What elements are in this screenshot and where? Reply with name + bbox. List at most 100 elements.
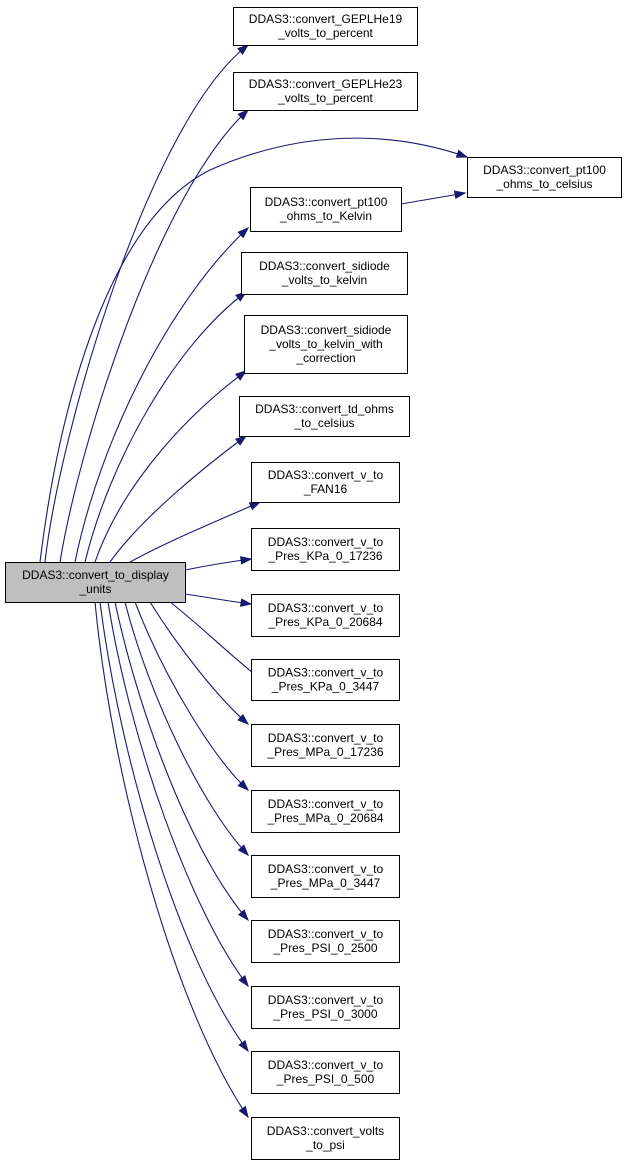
edge-root-to-n3 <box>39 137 469 563</box>
node-label-line: _volts_to_kelvin_with <box>268 337 382 351</box>
node-label-line: DDAS3::convert_v_to <box>268 862 384 876</box>
arrowhead-icon <box>238 974 249 988</box>
edge-line <box>44 44 249 563</box>
edge-root-to-n16 <box>107 601 249 988</box>
node-label-line: DDAS3::convert_v_to <box>268 1058 384 1072</box>
node-label-line: _FAN16 <box>303 482 348 496</box>
callee-node-n11[interactable]: DDAS3::convert_v_to_Pres_KPa_0_3447 <box>251 659 400 701</box>
node-label-line: _units <box>78 582 111 596</box>
edge-line <box>109 435 247 563</box>
node-box <box>251 790 400 833</box>
arrowhead-icon <box>234 370 248 381</box>
node-label-line: _Pres_PSI_0_2500 <box>272 941 377 955</box>
arrowhead-icon <box>453 190 467 199</box>
node-box <box>233 7 418 46</box>
node-label-line: _Pres_PSI_0_3000 <box>272 1007 377 1021</box>
nodes-layer: DDAS3::convert_to_display_unitsDDAS3::co… <box>5 7 622 1160</box>
node-label-line: DDAS3::convert_GEPLHe23 <box>249 77 403 91</box>
arrowhead-icon <box>238 1105 249 1119</box>
node-box <box>250 187 402 232</box>
node-label-line: _Pres_KPa_0_3447 <box>271 680 380 694</box>
callee-node-n7[interactable]: DDAS3::convert_td_ohms_to_celsius <box>239 396 410 437</box>
edge-root-to-n2 <box>59 108 250 563</box>
callee-node-n3[interactable]: DDAS3::convert_pt100_ohms_to_celsius <box>467 157 622 198</box>
node-label-line: _Pres_KPa_0_17236 <box>267 549 382 563</box>
node-box <box>251 1051 400 1094</box>
callee-node-n5[interactable]: DDAS3::convert_sidiode_volts_to_kelvin <box>241 252 408 295</box>
node-label-line: _Pres_KPa_0_20684 <box>267 615 382 629</box>
edge-root-to-n18 <box>94 601 249 1119</box>
arrowhead-icon <box>237 779 250 792</box>
edge-root-to-n9 <box>184 556 253 571</box>
callee-node-n1[interactable]: DDAS3::convert_GEPLHe19_volts_to_percent <box>233 7 418 46</box>
callee-node-n8[interactable]: DDAS3::convert_v_to_FAN16 <box>251 462 400 503</box>
arrowhead-icon <box>237 226 250 239</box>
node-label-line: DDAS3::convert_v_to <box>268 468 384 482</box>
node-label-line: _Pres_MPa_0_3447 <box>270 876 381 890</box>
edge-line <box>94 370 247 563</box>
callee-node-n12[interactable]: DDAS3::convert_v_to_Pres_MPa_0_17236 <box>251 724 400 767</box>
callee-node-n10[interactable]: DDAS3::convert_v_to_Pres_KPa_0_20684 <box>251 594 400 637</box>
callee-node-n13[interactable]: DDAS3::convert_v_to_Pres_MPa_0_20684 <box>251 790 400 833</box>
edge-root-to-n6 <box>94 370 248 563</box>
node-box <box>251 920 400 963</box>
callee-node-n9[interactable]: DDAS3::convert_v_to_Pres_KPa_0_17236 <box>251 528 400 571</box>
edge-root-to-n1 <box>44 44 250 563</box>
arrowhead-icon <box>238 1039 249 1053</box>
node-label-line: DDAS3::convert_v_to <box>268 797 384 811</box>
edge-root-to-n7 <box>109 435 248 563</box>
node-label-line: DDAS3::convert_v_to <box>268 535 384 549</box>
node-label-line: DDAS3::convert_v_to <box>268 601 384 615</box>
arrowhead-icon <box>240 598 253 607</box>
edges-layer <box>39 44 469 1119</box>
callee-node-n4[interactable]: DDAS3::convert_pt100_ohms_to_Kelvin <box>250 187 402 232</box>
root-node-convert-to-display-units[interactable]: DDAS3::convert_to_display_units <box>5 562 186 603</box>
edge-n4-to-n3 <box>400 190 467 205</box>
node-box <box>241 252 408 295</box>
arrowhead-icon <box>455 149 469 158</box>
callee-node-n15[interactable]: DDAS3::convert_v_to_Pres_PSI_0_2500 <box>251 920 400 963</box>
node-label-line: DDAS3::convert_v_to <box>268 666 384 680</box>
arrowhead-icon <box>237 844 249 857</box>
node-label-line: _to_celsius <box>293 416 354 430</box>
edge-line <box>94 601 249 1118</box>
edge-line <box>129 501 261 563</box>
node-label-line: _to_psi <box>305 1138 345 1152</box>
arrowhead-icon <box>240 556 253 565</box>
edge-line <box>74 227 249 563</box>
edge-root-to-n14 <box>124 601 249 857</box>
callee-node-n6[interactable]: DDAS3::convert_sidiode_volts_to_kelvin_w… <box>244 315 408 374</box>
edge-root-to-n11 <box>169 601 264 681</box>
edge-root-to-n4 <box>74 226 250 563</box>
edge-line <box>149 601 249 725</box>
node-label-line: DDAS3::convert_pt100 <box>483 163 606 177</box>
arrowhead-icon <box>237 108 250 121</box>
edge-root-to-n12 <box>149 601 250 725</box>
node-label-line: DDAS3::convert_volts <box>267 1124 384 1138</box>
arrowhead-icon <box>248 501 262 511</box>
arrowhead-icon <box>237 713 250 725</box>
callee-node-n14[interactable]: DDAS3::convert_v_to_Pres_MPa_0_3447 <box>251 855 400 898</box>
callee-node-n17[interactable]: DDAS3::convert_v_to_Pres_PSI_0_500 <box>251 1051 400 1094</box>
node-box <box>251 528 400 571</box>
edge-line <box>134 601 249 791</box>
node-label-line: _correction <box>295 351 355 365</box>
node-box <box>5 562 186 603</box>
node-label-line: DDAS3::convert_v_to <box>268 927 384 941</box>
node-box <box>233 72 418 111</box>
node-label-line: DDAS3::convert_sidiode <box>261 323 392 337</box>
node-label-line: _ohms_to_celsius <box>495 177 592 191</box>
edge-root-to-n17 <box>99 601 249 1053</box>
edge-line <box>124 601 249 856</box>
node-label-line: DDAS3::convert_sidiode <box>259 259 390 273</box>
callee-node-n18[interactable]: DDAS3::convert_volts_to_psi <box>251 1117 400 1160</box>
node-box <box>251 724 400 767</box>
edge-line <box>114 601 249 921</box>
arrowhead-icon <box>237 44 250 55</box>
edge-line <box>107 601 249 987</box>
callee-node-n16[interactable]: DDAS3::convert_v_to_Pres_PSI_0_3000 <box>251 986 400 1029</box>
edge-root-to-n15 <box>114 601 249 922</box>
edge-root-to-n13 <box>134 601 250 792</box>
callee-node-n2[interactable]: DDAS3::convert_GEPLHe23_volts_to_percent <box>233 72 418 111</box>
